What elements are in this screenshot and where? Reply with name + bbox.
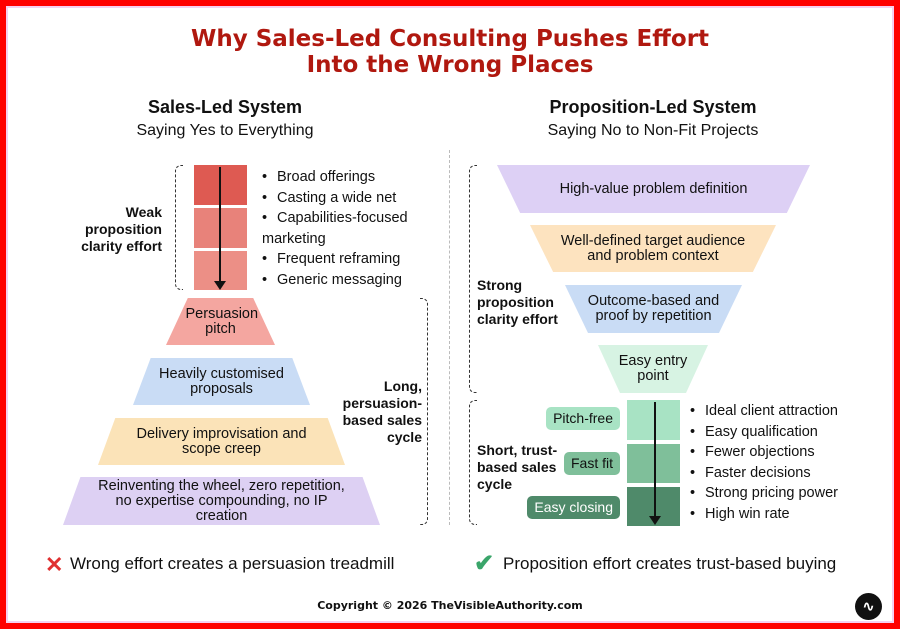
title-line-2: Into the Wrong Places [306,52,594,78]
copyright: Copyright © 2026 TheVisibleAuthority.com [317,599,583,612]
right-bullet: Easy qualification [690,422,880,443]
right-top-bracket [469,165,477,393]
pill-pitch-free: Pitch-free [546,407,620,430]
funnel-label: Outcome-based and proof by repetition [587,293,720,324]
pyramid-label: Reinventing the wheel, zero repetition, … [98,477,345,524]
right-subheading: Saying No to Non-Fit Projects [547,122,759,139]
funnel-label: Well-defined target audience and problem… [560,232,746,264]
green-check-icon: ✔ [474,550,495,577]
left-bullet: Frequent reframing [262,249,437,270]
pyramid-label: Heavily customised proposals [159,365,284,397]
pyramid-label: Delivery improvisation and scope creep [136,425,307,457]
right-bullet: Strong pricing power [690,483,880,504]
right-bullet: Ideal client attraction [690,401,880,422]
left-bullet: Capabilities-focused marketing [262,208,437,249]
pyramid-delivery-improvisation: Delivery improvisation and scope creep [98,418,345,465]
short-cycle-label: Short, trust-based sales cycle [477,442,558,492]
right-conclusion: Proposition effort creates trust-based b… [503,554,837,573]
red-x-icon: ✕ [45,552,64,577]
left-heading: Sales-Led System [147,97,303,117]
trust-block-1 [627,400,680,440]
funnel-target-audience: Well-defined target audience and problem… [530,225,776,272]
weak-clarity-label: Weak proposition clarity effort [81,204,162,254]
left-bullet: Casting a wide net [262,188,437,209]
funnel-problem-definition: High-value problem definition [497,165,810,213]
left-conclusion: Wrong effort creates a persuasion treadm… [70,554,395,573]
right-heading: Proposition-Led System [549,97,757,117]
pill-fast-fit: Fast fit [563,452,620,475]
down-arrow-icon [214,167,226,290]
right-bullet: High win rate [690,504,880,525]
pill-easy-closing: Easy closing [527,496,620,519]
right-bullet: Faster decisions [690,463,880,484]
left-bullet: Generic messaging [262,270,437,291]
right-bullet: Fewer objections [690,442,880,463]
inner-border [6,6,894,623]
long-cycle-label: Long, persuasion-based sales cycle [342,378,422,445]
left-bottom-bracket [420,298,428,525]
left-top-bracket [175,165,183,290]
strong-clarity-label: Strong proposition clarity effort [477,277,558,327]
down-arrow-icon [649,402,661,525]
trust-block-2 [627,444,680,483]
pyramid-reinventing-wheel: Reinventing the wheel, zero repetition, … [63,477,380,525]
center-divider [449,150,450,525]
funnel-label: Easy entry point [618,353,688,384]
title-line-1: Why Sales-Led Consulting Pushes Effort [190,26,710,52]
pyramid-label: Persuasion pitch [185,305,259,337]
funnel-label: High-value problem definition [559,180,748,197]
left-bullet: Broad offerings [262,167,437,188]
logo-icon: ∿ [855,593,882,620]
pyramid-customised-proposals: Heavily customised proposals [133,358,310,405]
right-bottom-bracket [469,400,477,525]
left-subheading: Saying Yes to Everything [136,122,314,139]
funnel-outcome-based: Outcome-based and proof by repetition [565,285,742,333]
